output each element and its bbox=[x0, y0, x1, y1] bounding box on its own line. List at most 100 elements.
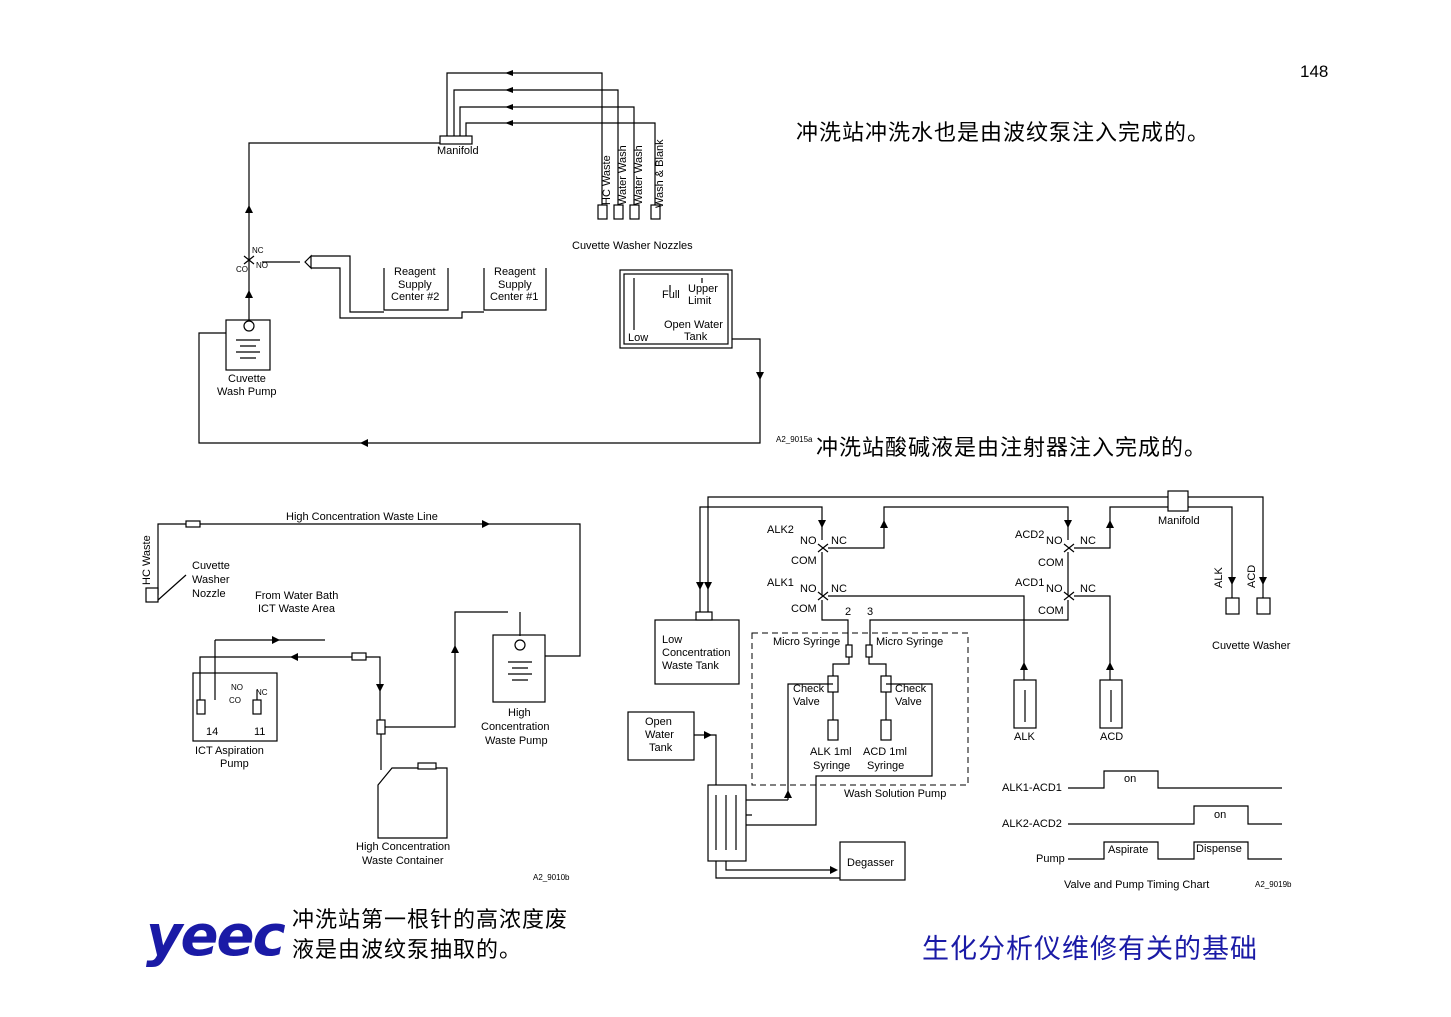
fig-id-right: A2_9019b bbox=[1255, 880, 1292, 889]
container-1: High Concentration bbox=[356, 841, 450, 853]
fig-id-top: A2_9015a bbox=[776, 435, 813, 444]
owt-1: Open bbox=[645, 716, 672, 728]
waste-line-label: High Concentration Waste Line bbox=[286, 511, 438, 523]
tank-name-1: Open Water bbox=[664, 319, 723, 331]
container-2: Waste Container bbox=[362, 855, 444, 867]
acd1-label: ACD1 bbox=[1015, 577, 1044, 589]
lct-3: Waste Tank bbox=[662, 660, 719, 672]
timing-title: Valve and Pump Timing Chart bbox=[1064, 879, 1209, 891]
note-middle-right: 冲洗站酸碱液是由注射器注入完成的。 bbox=[816, 436, 1208, 461]
reagent2-line3: Center #2 bbox=[391, 291, 439, 303]
pump-label-1: Cuvette bbox=[228, 373, 266, 385]
tank-low: Low bbox=[628, 332, 648, 344]
acd2-label: ACD2 bbox=[1015, 529, 1044, 541]
micro-syringe-right: Micro Syringe bbox=[876, 636, 943, 648]
tank-name-2: Tank bbox=[684, 331, 708, 343]
lct-2: Concentration bbox=[662, 647, 731, 659]
alk-bottle-label: ALK bbox=[1014, 731, 1035, 743]
micro-syringe-left: Micro Syringe bbox=[773, 636, 840, 648]
degasser bbox=[839, 841, 906, 881]
manifold-label: Manifold bbox=[437, 145, 479, 157]
cw-acd: ACD bbox=[1246, 565, 1258, 588]
timing-row2: ALK2-ACD2 bbox=[1002, 818, 1062, 830]
open-water-tank-top bbox=[619, 269, 733, 349]
acd1-no: NO bbox=[1046, 583, 1063, 595]
valve-manifold-block bbox=[707, 784, 747, 862]
check-valve-r2: Valve bbox=[895, 696, 922, 708]
valve-nc-top: NC bbox=[252, 246, 264, 255]
open-water-tank-right bbox=[627, 711, 695, 761]
acd2-no: NO bbox=[1046, 535, 1063, 547]
reagent2-line2: Supply bbox=[398, 279, 432, 291]
acd1-com: COM bbox=[1038, 605, 1064, 617]
tank-upper: Upper bbox=[688, 283, 718, 295]
acd2-nc: NC bbox=[1080, 535, 1096, 547]
cuvette-washer-label: Cuvette Washer bbox=[1212, 640, 1291, 652]
left-diagram: High Concentration Waste Line HC Waste C… bbox=[141, 511, 581, 882]
reagent1-line2: Supply bbox=[498, 279, 532, 291]
hc-pump-3: Waste Pump bbox=[485, 735, 548, 747]
waste-container bbox=[377, 767, 448, 839]
ict-label-1: ICT Aspiration bbox=[195, 745, 264, 757]
cw-alk: ALK bbox=[1213, 567, 1225, 588]
valve-co-left: CO bbox=[229, 696, 241, 705]
note-top-right: 冲洗站冲洗水也是由波纹泵注入完成的。 bbox=[796, 121, 1211, 146]
tank-limit: Limit bbox=[688, 295, 711, 307]
reagent2-line1: Reagent bbox=[394, 266, 436, 278]
reagent1-line3: Center #1 bbox=[490, 291, 538, 303]
top-diagram: Manifold HC Waste Water Wash Water Wash … bbox=[198, 70, 813, 447]
nozzle-label-3: Nozzle bbox=[192, 588, 226, 600]
timing-dispense: Dispense bbox=[1196, 843, 1242, 855]
reagent1-line1: Reagent bbox=[494, 266, 536, 278]
alk2-label: ALK2 bbox=[767, 524, 794, 536]
alk1-no: NO bbox=[800, 583, 817, 595]
nozzle-label-2: Washer bbox=[192, 574, 230, 586]
footer-title: 生化分析仪维修有关的基础 bbox=[922, 934, 1258, 965]
port-2: 2 bbox=[845, 606, 851, 618]
owt-2: Water bbox=[645, 729, 674, 741]
timing-on1: on bbox=[1124, 773, 1136, 785]
nozzle-water-wash-2: Water Wash bbox=[633, 145, 645, 205]
note-bottom-left-line2: 液是由波纹泵抽取的。 bbox=[292, 938, 523, 963]
port-3: 3 bbox=[867, 606, 873, 618]
alk-syringe-1: ALK 1ml bbox=[810, 746, 852, 758]
nozzle-hc-waste: HC Waste bbox=[601, 155, 613, 205]
page-number: 148 bbox=[1300, 62, 1329, 81]
alk2-com: COM bbox=[791, 555, 817, 567]
nozzle-label-1: Cuvette bbox=[192, 560, 230, 572]
acd-syringe-1: ACD 1ml bbox=[863, 746, 907, 758]
alk2-nc: NC bbox=[831, 535, 847, 547]
valve-no-top: NO bbox=[256, 261, 268, 270]
acd2-com: COM bbox=[1038, 557, 1064, 569]
pump-label-2: Wash Pump bbox=[217, 386, 277, 398]
hc-pump-1: High bbox=[508, 707, 531, 719]
timing-row1: ALK1-ACD1 bbox=[1002, 782, 1062, 794]
port14: 14 bbox=[206, 726, 218, 738]
timing-row3: Pump bbox=[1036, 853, 1065, 865]
ict-label-2: Pump bbox=[220, 758, 249, 770]
low-conc-waste-tank bbox=[654, 619, 740, 685]
valve-co-top: CO bbox=[236, 265, 248, 274]
check-valve-l1: Check bbox=[793, 683, 825, 695]
acd-syringe-2: Syringe bbox=[867, 760, 904, 772]
alk-syringe-2: Syringe bbox=[813, 760, 850, 772]
lct-1: Low bbox=[662, 634, 682, 646]
wash-solution-pump bbox=[751, 632, 969, 786]
check-valve-l2: Valve bbox=[793, 696, 820, 708]
manifold-right bbox=[1167, 490, 1189, 512]
acd-bottle-label: ACD bbox=[1100, 731, 1123, 743]
from-bath-1: From Water Bath bbox=[255, 590, 338, 602]
wash-pump-label: Wash Solution Pump bbox=[844, 788, 946, 800]
hc-waste-label: HC Waste bbox=[141, 535, 153, 585]
hc-pump-2: Concentration bbox=[481, 721, 550, 733]
alk1-nc: NC bbox=[831, 583, 847, 595]
fig-id-left: A2_9010b bbox=[533, 873, 570, 882]
ict-aspiration-pump bbox=[192, 672, 278, 742]
timing-on2: on bbox=[1214, 809, 1226, 821]
alk1-label: ALK1 bbox=[767, 577, 794, 589]
logo: yeec bbox=[146, 904, 286, 969]
right-diagram: Manifold ALK2 NO NC COM ALK1 NO NC COM A… bbox=[627, 490, 1292, 891]
degasser-label: Degasser bbox=[847, 857, 894, 869]
tank-full: Full bbox=[662, 289, 680, 301]
